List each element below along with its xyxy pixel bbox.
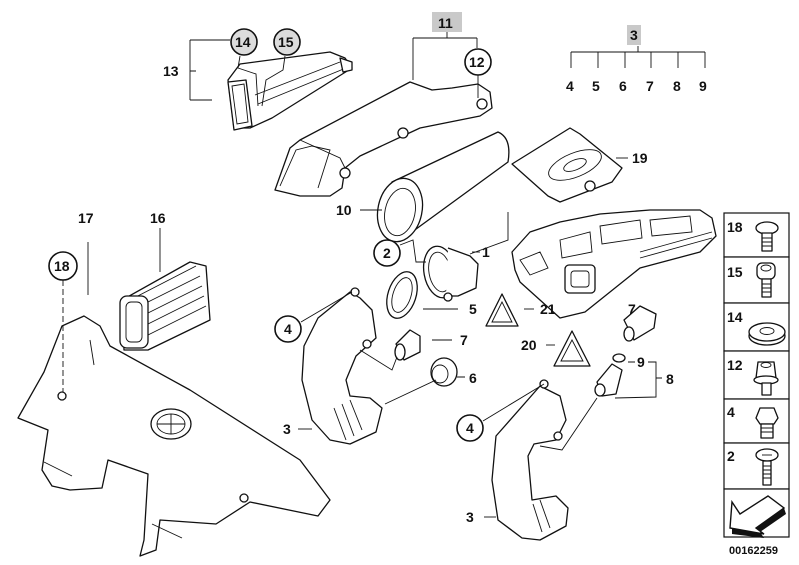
leader-15 [261, 55, 286, 107]
callout-14[interactable] [230, 28, 258, 56]
screw-icon [755, 221, 779, 252]
part-3-intake-hose-upper[interactable] [301, 287, 383, 445]
leader-4-upper [300, 291, 353, 323]
part-7-sleeve-left[interactable] [394, 329, 421, 361]
part-8-valve[interactable] [594, 363, 623, 397]
group-child-5: 5 [592, 78, 600, 94]
part-intake-manifold-housing[interactable] [511, 209, 717, 319]
grommet-icon [748, 322, 786, 346]
arrow-icon [729, 495, 786, 538]
legend-number-14: 14 [727, 309, 743, 325]
part-19-cover-plate[interactable] [511, 127, 623, 203]
part-13-intake-duct[interactable] [227, 51, 353, 131]
part-17-engine-cover[interactable] [17, 315, 331, 557]
label-11: 11 [438, 15, 453, 31]
part-11-silencer-housing[interactable] [274, 81, 493, 197]
callout-2[interactable] [373, 239, 401, 267]
part-21-warning-label[interactable] [485, 293, 519, 327]
label-4-lower: 4 [466, 420, 474, 436]
group-3-bracket [570, 46, 706, 68]
part-3-intake-hose-lower[interactable] [491, 379, 569, 541]
part-16-bellows[interactable] [119, 261, 211, 351]
part-7-sleeve-right[interactable] [623, 305, 657, 342]
stud-bolt-icon [753, 361, 779, 396]
leader-2 [399, 239, 426, 263]
highlight-box-3 [627, 25, 641, 45]
self-tapping-screw-icon [755, 448, 779, 486]
highlight-box-11 [432, 12, 462, 32]
legend-cell-4[interactable] [723, 398, 790, 444]
part-1-air-mass-meter[interactable] [420, 244, 479, 302]
label-4-upper: 4 [284, 321, 292, 337]
label-12: 12 [469, 54, 485, 70]
label-21: 21 [540, 301, 556, 317]
label-20: 20 [521, 337, 537, 353]
part-20-warning-label[interactable] [553, 330, 591, 367]
part-10-filter-cartridge[interactable] [372, 131, 510, 246]
group-child-7: 7 [646, 78, 654, 94]
callout-15[interactable] [273, 28, 301, 56]
group-3-children: 4 5 6 7 8 9 [566, 78, 707, 94]
part-6-connector[interactable] [430, 357, 458, 387]
label-3-group: 3 [630, 27, 638, 43]
leader-4-lower [482, 383, 545, 422]
label-6: 6 [469, 370, 477, 386]
group-child-6: 6 [619, 78, 627, 94]
label-2: 2 [383, 245, 391, 261]
label-19: 19 [632, 150, 648, 166]
leader-13 [189, 39, 230, 101]
leader-8-9 [614, 361, 662, 399]
leader-11 [412, 32, 478, 80]
leader-7-left-to-hose [359, 349, 398, 371]
label-15: 15 [278, 34, 294, 50]
legend-number-18: 18 [727, 219, 743, 235]
label-5: 5 [469, 301, 477, 317]
callout-4-lower[interactable] [456, 414, 484, 442]
legend-number-4: 4 [727, 404, 735, 420]
leader-6 [384, 376, 465, 405]
label-16: 16 [150, 210, 166, 226]
legend-number-15: 15 [727, 264, 743, 280]
legend-number-2: 2 [727, 448, 735, 464]
label-1: 1 [482, 244, 490, 260]
group-child-8: 8 [673, 78, 681, 94]
label-13: 13 [163, 63, 179, 79]
part-9-o-ring[interactable] [612, 353, 626, 363]
label-7-right: 7 [628, 301, 636, 317]
socket-bolt-icon [756, 262, 776, 298]
leader-8-to-hose [539, 397, 598, 451]
label-7-left: 7 [460, 332, 468, 348]
label-9: 9 [637, 354, 645, 370]
label-8: 8 [666, 371, 674, 387]
group-child-4: 4 [566, 78, 574, 94]
label-3-upper: 3 [283, 421, 291, 437]
legend-number-12: 12 [727, 357, 743, 373]
label-14: 14 [235, 34, 251, 50]
document-number: 00162259 [729, 545, 778, 557]
leader-14 [237, 55, 259, 107]
label-3-lower: 3 [466, 509, 474, 525]
leader-manifold [469, 212, 509, 255]
hex-bolt-icon [755, 407, 779, 439]
label-17: 17 [78, 210, 94, 226]
label-10: 10 [336, 202, 352, 218]
legend-cell-15[interactable] [723, 256, 790, 304]
legend-cell-18[interactable] [723, 212, 790, 258]
label-18: 18 [54, 258, 70, 274]
fastener-legend: 18 15 14 12 4 [723, 212, 790, 538]
callout-4-upper[interactable] [274, 315, 302, 343]
part-5-seal-ring[interactable] [381, 268, 422, 322]
group-child-9: 9 [699, 78, 707, 94]
